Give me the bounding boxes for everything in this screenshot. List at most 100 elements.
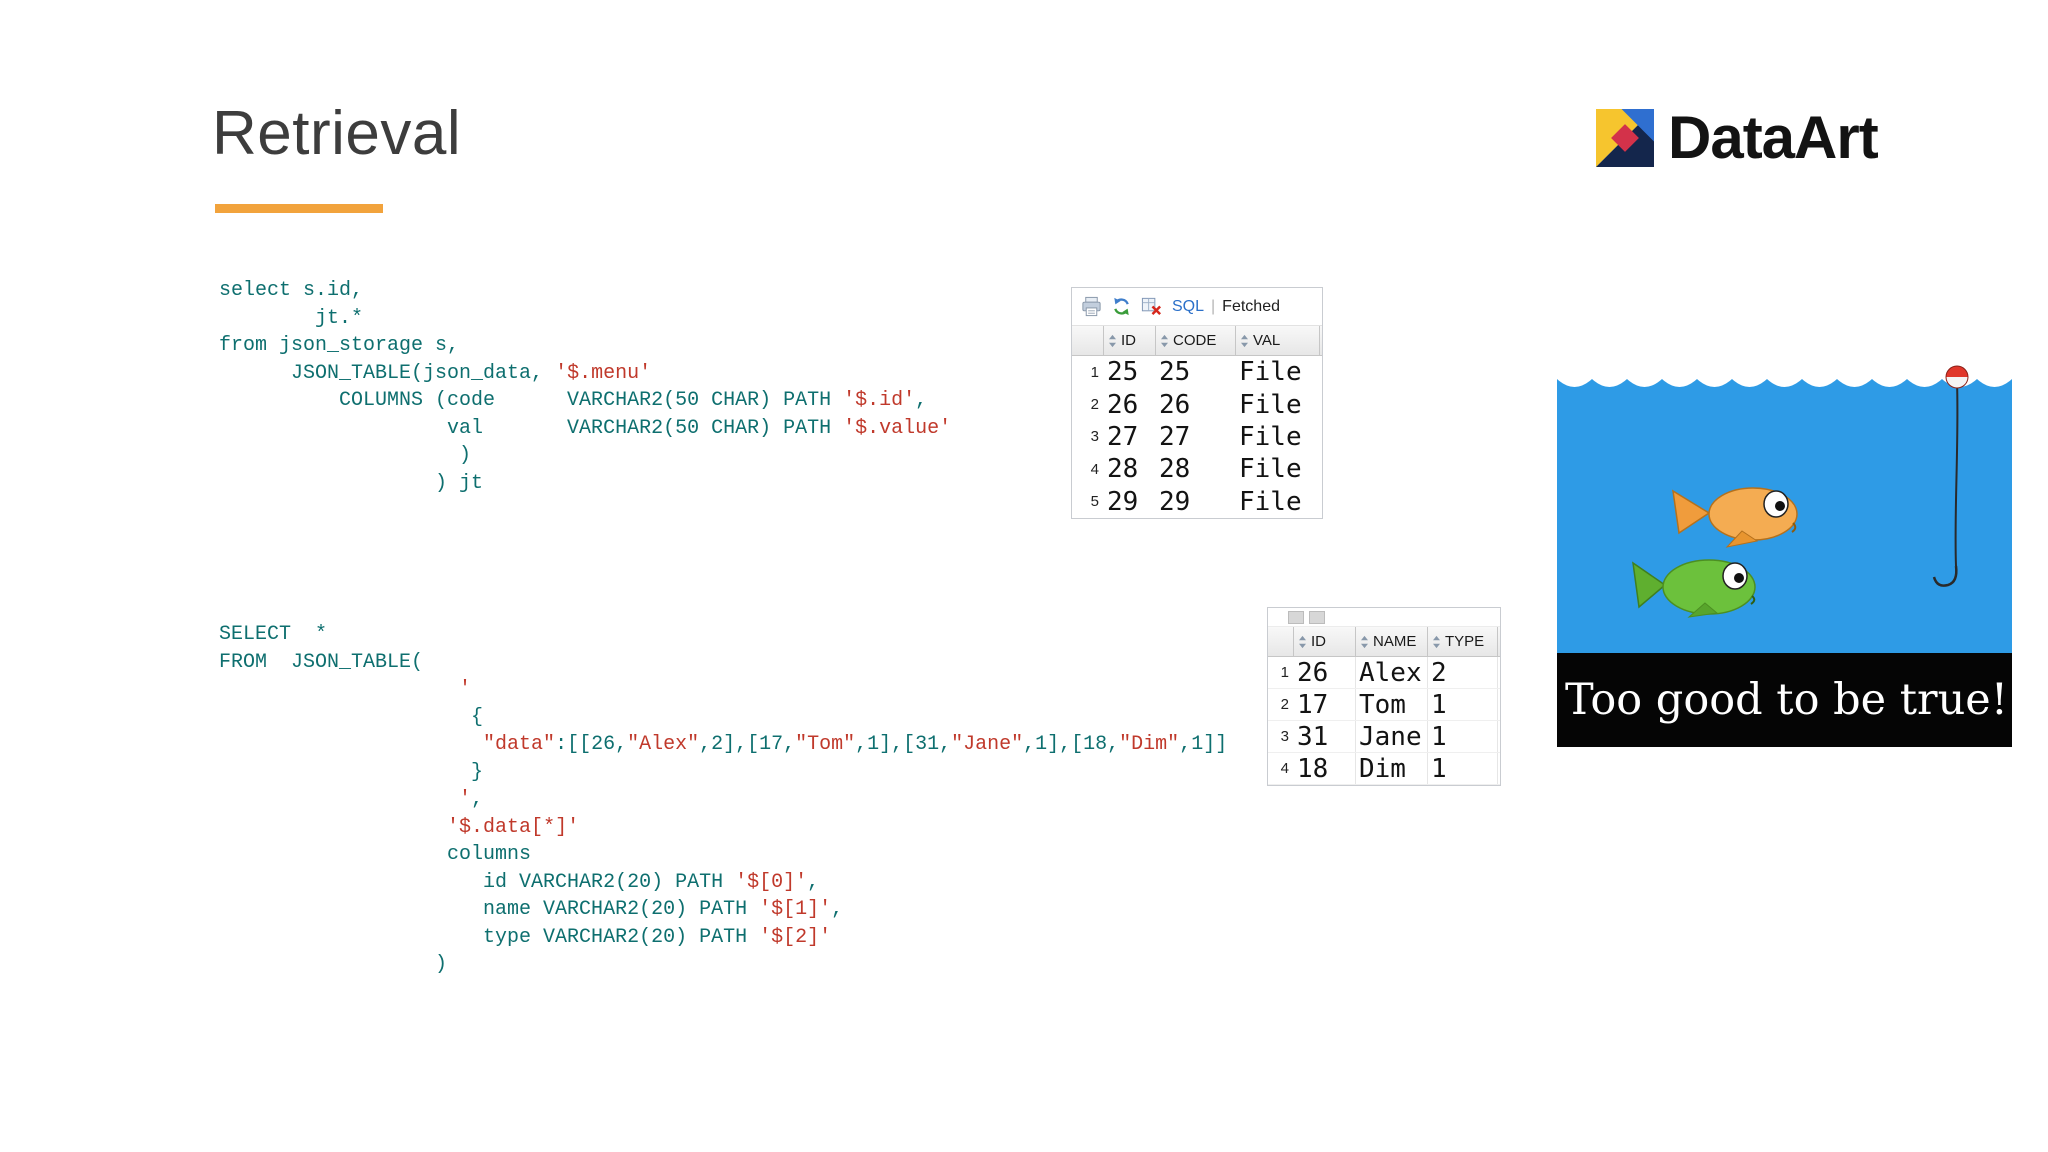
row-number: 1	[1280, 664, 1289, 681]
sort-icon	[1161, 334, 1168, 347]
column-header-label: ID	[1311, 633, 1326, 650]
grid1-header: ID CODE VAL	[1072, 326, 1322, 356]
dataart-logo-text: DataArt	[1668, 104, 1879, 171]
code-line: select s.id,	[219, 279, 364, 302]
code-line: jt.*	[219, 306, 364, 330]
column-header-type[interactable]: TYPE	[1428, 627, 1498, 656]
table-cell: 31	[1294, 721, 1356, 752]
caption-band	[1557, 653, 2012, 747]
fishing-hook	[1932, 565, 1958, 587]
sort-icon	[1361, 635, 1368, 648]
printer-icon[interactable]	[1080, 295, 1103, 318]
column-header-id[interactable]: ID	[1294, 627, 1356, 656]
sort-icon	[1109, 334, 1116, 347]
orange-fish	[1672, 487, 1798, 548]
code-line: )	[219, 444, 472, 467]
column-header-name[interactable]: NAME	[1356, 627, 1428, 656]
grid2-header: ID NAME TYPE	[1268, 627, 1500, 657]
row-number: 2	[1280, 696, 1289, 713]
table-cell: 25	[1107, 357, 1139, 388]
code-line: FROM JSON_TABLE(	[219, 650, 424, 674]
sort-icon	[1433, 635, 1440, 648]
table-cell: Jane	[1356, 721, 1428, 752]
table-row[interactable]: 2 26 26 File	[1072, 388, 1322, 420]
dataart-logo-icon	[1596, 108, 1654, 167]
code-line: val VARCHAR2(50 CHAR) PATH '$.value'	[219, 416, 952, 440]
column-header-val[interactable]: VAL	[1236, 326, 1320, 355]
sort-icon	[1299, 635, 1306, 648]
row-number: 3	[1280, 728, 1289, 745]
table-row[interactable]: 1 25 25 File	[1072, 356, 1322, 388]
sql-code-block-2: SELECT * FROM JSON_TABLE( ' { "data":[[26…	[219, 621, 1227, 979]
row-number: 4	[1280, 760, 1289, 777]
column-header-label: TYPE	[1445, 633, 1485, 650]
table-cell: 25	[1159, 357, 1191, 388]
grid2-toolbar-fragment	[1268, 608, 1500, 627]
code-line: {	[219, 705, 484, 729]
table-cell: 26	[1159, 389, 1191, 420]
row-number: 3	[1090, 428, 1099, 446]
title-underline	[215, 204, 383, 213]
code-line: SELECT *	[219, 623, 328, 646]
sql-code-block-1: select s.id, jt.* from json_storage s, JS…	[219, 277, 951, 497]
code-line: JSON_TABLE(json_data, '$.menu'	[219, 361, 652, 385]
table-cell: File	[1239, 389, 1302, 420]
toolbar-separator: |	[1211, 297, 1216, 315]
code-line: id VARCHAR2(20) PATH '$[0]',	[219, 870, 820, 894]
clear-results-icon[interactable]	[1140, 295, 1163, 318]
table-cell: File	[1239, 421, 1302, 452]
code-line: columns	[219, 843, 532, 866]
table-cell: Dim	[1356, 753, 1428, 784]
dataart-logo: DataArt	[1596, 103, 1879, 172]
code-line: COLUMNS (code VARCHAR2(50 CHAR) PATH '$.…	[219, 389, 928, 412]
green-fish	[1632, 559, 1756, 618]
table-cell: File	[1239, 357, 1302, 388]
column-header-code[interactable]: CODE	[1156, 326, 1236, 355]
table-cell: 29	[1159, 486, 1191, 517]
header-gutter	[1072, 326, 1104, 355]
row-number: 1	[1090, 363, 1099, 381]
grid1-toolbar: SQL | Fetched	[1072, 288, 1322, 326]
toolbar-fragment-icon	[1309, 610, 1325, 624]
header-gutter	[1268, 627, 1294, 656]
table-cell: 2	[1428, 657, 1498, 688]
code-line: type VARCHAR2(20) PATH '$[2]'	[219, 925, 832, 949]
table-cell: 1	[1428, 721, 1498, 752]
code-line: '$.data[*]'	[447, 815, 580, 839]
table-cell: 17	[1294, 689, 1356, 720]
column-header-id[interactable]: ID	[1104, 326, 1156, 355]
code-line: )	[219, 953, 448, 976]
sql-label[interactable]: SQL	[1172, 297, 1205, 315]
wave-top	[1557, 363, 2012, 387]
table-cell: Tom	[1356, 689, 1428, 720]
code-line: ',	[459, 788, 484, 811]
table-cell: Alex	[1356, 657, 1428, 688]
code-line: name VARCHAR2(20) PATH '$[1]',	[219, 898, 844, 921]
fetched-label: Fetched	[1222, 297, 1280, 315]
column-header-label: ID	[1121, 332, 1136, 349]
code-line: '	[459, 678, 472, 701]
column-header-label: NAME	[1373, 633, 1417, 650]
refresh-icon[interactable]	[1110, 295, 1133, 318]
table-cell: 18	[1294, 753, 1356, 784]
table-cell: 28	[1159, 454, 1191, 485]
table-cell: File	[1239, 486, 1302, 517]
code-line: from json_storage s,	[219, 334, 460, 357]
table-cell: 26	[1107, 389, 1139, 420]
row-number: 2	[1090, 396, 1099, 414]
meme-image: Too good to be true!	[1557, 363, 2012, 747]
code-line: "data":[[26,"Alex",2],[17,"Tom",1],[31,"…	[483, 733, 1228, 756]
table-cell: 1	[1428, 689, 1498, 720]
table-cell: 1	[1428, 753, 1498, 784]
table-cell: File	[1239, 454, 1302, 485]
column-header-label: VAL	[1253, 332, 1281, 349]
